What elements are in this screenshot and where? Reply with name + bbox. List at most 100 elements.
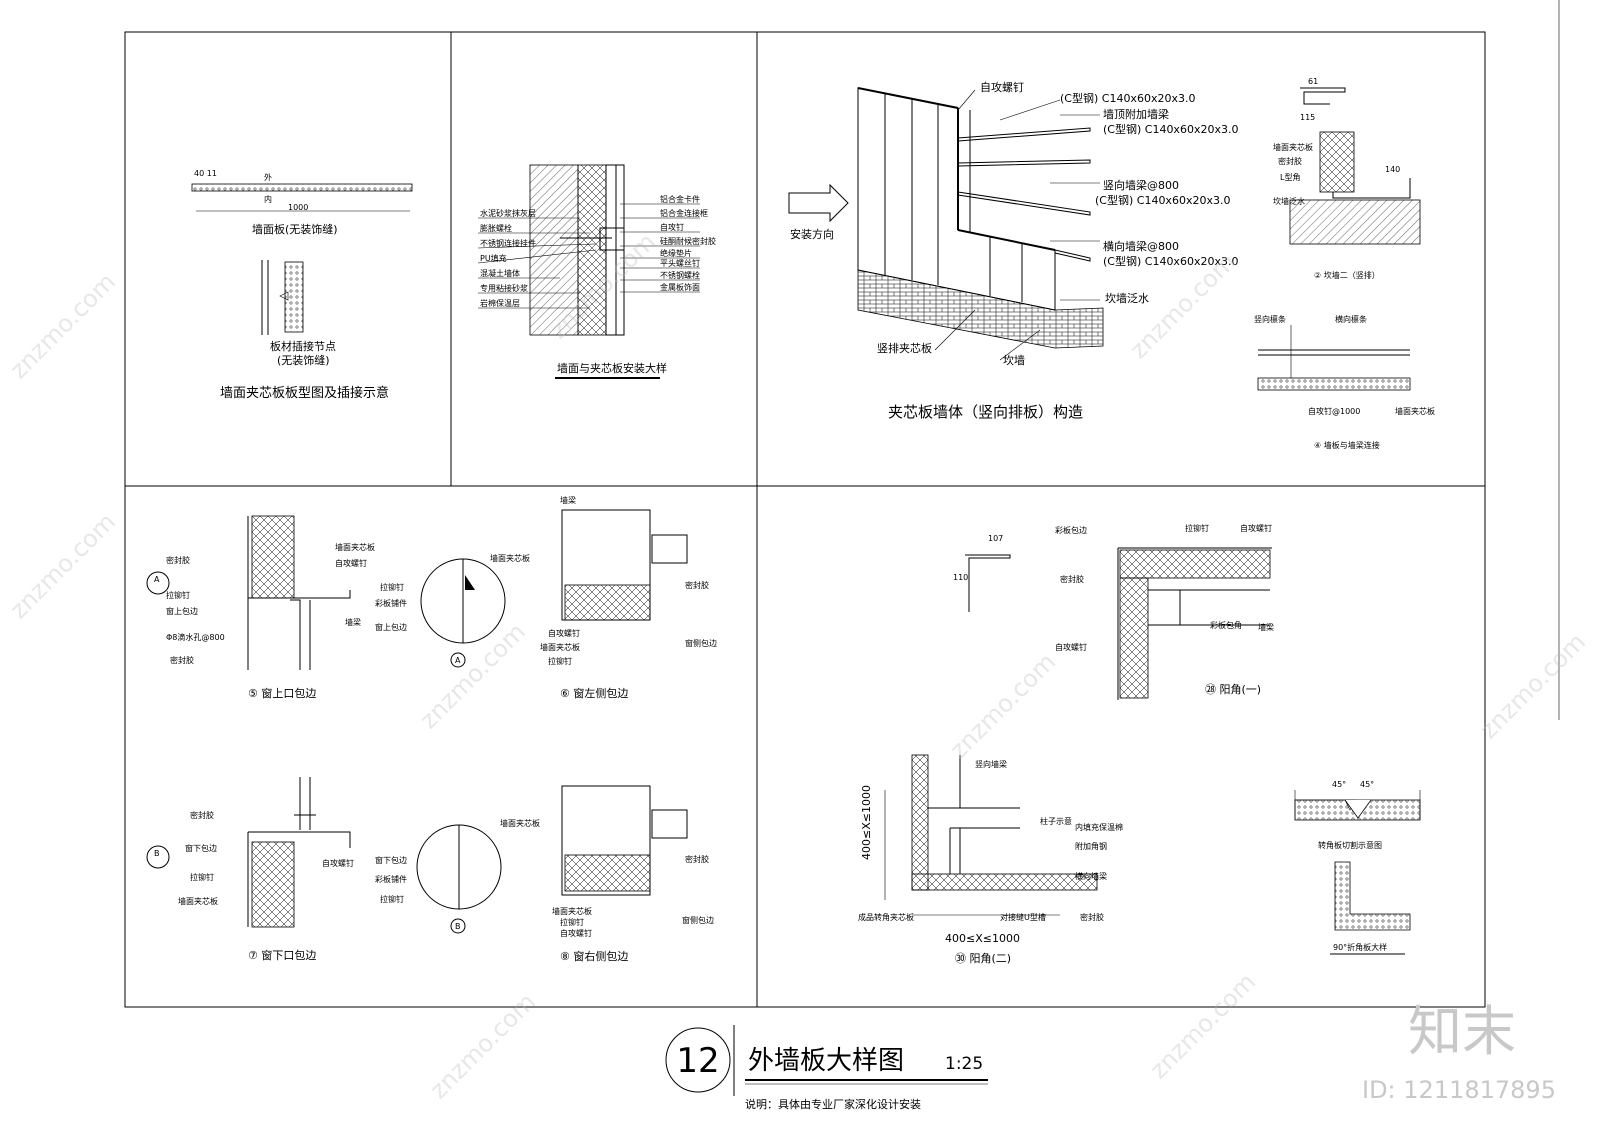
caption: 转角板切割示意图 (1318, 840, 1382, 850)
left-label-2: 不锈钢连接挂件 (480, 238, 536, 248)
label-0: 竖向墙梁 (975, 759, 1007, 769)
label-c3: (C型钢) C140x60x20x3.0 (1095, 193, 1230, 207)
watermark-1: znzmo.com (4, 268, 121, 385)
label-right-2: 墙梁 (345, 617, 361, 627)
callout: B (154, 849, 160, 858)
label-flash: 坎墙泛水 (1105, 291, 1149, 305)
sheet-frame (124, 0, 1560, 1008)
label-1: 柱子示意 (1040, 816, 1072, 826)
watermark-9: znzmo.com (1144, 968, 1261, 1085)
label-3: 拉铆钉 (380, 894, 404, 904)
left-leaders (477, 217, 597, 309)
detail-2-title: ② 坎墙二（竖排） (1314, 270, 1380, 280)
detail-30-title: ㉚ 阳角(二) (955, 952, 1011, 965)
detail-2-curb-wall: 61 115 140 墙面夹芯板 密封胶 L型角 坎墙泛水 ② 坎墙二（竖排） (1273, 77, 1421, 280)
right-label-1: 铝合金连接框 (660, 208, 708, 218)
label-left-3: 墙面夹芯板 (178, 896, 218, 906)
right-leaders (620, 203, 700, 293)
left-label-1: 膨胀螺栓 (480, 223, 512, 233)
label-left-2: 拉铆钉 (190, 872, 214, 882)
label-left-0: 密封胶 (166, 555, 190, 565)
panel-vertical (911, 754, 929, 891)
left-label-0: 水泥砂浆抹灰层 (480, 208, 536, 218)
plate-section (191, 183, 413, 192)
inner-label: 内 (264, 194, 272, 204)
label-3: 自攻螺钉 (548, 628, 580, 638)
label-2: 彩板铺件 (375, 874, 407, 884)
dim-0: 107 (988, 534, 1003, 543)
label-1: 窗下包边 (375, 855, 407, 865)
label-top-beam: 墙顶附加墙梁 (1103, 107, 1169, 121)
label-2: 彩板铺件 (375, 598, 407, 608)
curb-concrete (1289, 199, 1421, 245)
label-2: L型角 (1280, 172, 1300, 182)
corner-title: 90°折角板大样 (1333, 942, 1387, 952)
label-c2: (C型钢) C140x60x20x3.0 (1103, 122, 1238, 136)
width-dim: 1000 (288, 203, 308, 212)
watermark-8: znzmo.com (424, 988, 541, 1105)
dim-top: 40 11 (194, 169, 217, 178)
callout: A (154, 575, 160, 584)
panel-vertical (1119, 577, 1149, 699)
label-1: 密封胶 (685, 580, 709, 590)
sheet-scale: 1:25 (945, 1054, 983, 1074)
label-right-0: 墙面夹芯板 (335, 542, 375, 552)
detail-a-enlarged: 墙面夹芯板 拉铆钉 彩板铺件 窗上包边 A (375, 553, 530, 668)
panel-1-title: 墙面夹芯板板型图及插接示意 (220, 385, 389, 401)
dim-3: 115 (1300, 113, 1315, 122)
label-left-1: 窗下包边 (185, 843, 217, 853)
label-left-4: 密封胶 (170, 655, 194, 665)
right-label-4: 绝缘垫片 (660, 248, 692, 258)
callout-b-circle (146, 845, 170, 869)
label-2: 窗侧包边 (685, 638, 717, 648)
right-label-6: 不锈钢螺栓 (660, 270, 700, 280)
panel-3-wall-construction: 安装方向 自攻螺钉 (C型钢) C140x60x20x3.0 (788, 80, 1238, 421)
label-0: 彩板包边 (1055, 525, 1087, 535)
panel-horizontal (1119, 549, 1271, 579)
label-5: 拉铆钉 (548, 656, 572, 666)
callout: B (455, 922, 461, 931)
left-label-4: 混凝土墙体 (480, 268, 520, 278)
label-5: 成品转角夹芯板 (858, 912, 914, 922)
detail-28-outer-corner-1: 107 110 彩板包边 拉铆钉 自攻螺钉 密封胶 彩板包角 墙梁 自攻螺钉 ㉘… (953, 523, 1274, 700)
detail-7-title: ⑦ 窗下口包边 (248, 948, 316, 962)
panel-2-title: 墙面与夹芯板安装大样 (557, 361, 667, 375)
direction-arrow (788, 183, 849, 223)
label-6: 对接缝U型槽 (1000, 912, 1046, 922)
callout-a-circle (146, 571, 170, 595)
panel-1-plate-profile: 40 11 外 内 1000 墙面板(无装饰缝) 板材插接节点 (无装饰缝) 墙… (191, 169, 413, 401)
dim-1: 110 (953, 573, 968, 582)
detail-b-enlarged: 墙面夹芯板 窗下包边 彩板铺件 拉铆钉 B (375, 818, 540, 934)
purlins (957, 127, 1091, 262)
left-label-3: PU填充 (480, 253, 507, 263)
sandwich-panel (251, 841, 295, 928)
sheet-note: 说明：具体由专业厂家深化设计安装 (745, 1097, 921, 1111)
watermark-5: znzmo.com (414, 618, 531, 735)
watermarks: znzmo.com znzmo.com znzmo.com znzmo.com … (4, 228, 1591, 1105)
outer-label: 外 (264, 172, 272, 182)
watermark-7: znzmo.com (1474, 628, 1591, 745)
direction-label: 安装方向 (790, 227, 834, 241)
label-2: 拉铆钉 (560, 917, 584, 927)
corner-cut-detail: 45° 45° 转角板切割示意图 90°折角板大样 (1294, 780, 1421, 955)
label-3: 墙面夹芯板 (1395, 406, 1435, 416)
label-3: 附加角钢 (1075, 841, 1107, 851)
label-right-0: 自攻螺钉 (322, 858, 354, 868)
label-4: 彩板包角 (1210, 620, 1242, 630)
left-label-5: 专用粘接砂浆 (480, 283, 528, 293)
right-label-3: 硅酮耐候密封胶 (660, 236, 716, 246)
right-label-2: 自攻钉 (660, 222, 684, 232)
detail-8-window-right: 密封胶 墙面夹芯板 拉铆钉 自攻螺钉 窗侧包边 ⑧ 窗右侧包边 (552, 785, 714, 963)
watermark-id: ID: 1211817895 (1362, 1076, 1556, 1104)
label-vbeam: 竖向墙梁@800 (1103, 178, 1179, 192)
label-wall: 坎墙 (1003, 353, 1025, 367)
right-label-0: 铝合金卡件 (660, 194, 700, 204)
watermark-4: znzmo.com (4, 508, 121, 625)
right-label-7: 金属板饰面 (660, 282, 700, 292)
joint-caption-2: (无装饰缝) (277, 353, 330, 367)
watermark-6: znzmo.com (944, 648, 1061, 765)
panel-strip (1257, 377, 1411, 391)
label-0: 密封胶 (685, 854, 709, 864)
label-c1: (C型钢) C140x60x20x3.0 (1060, 91, 1195, 105)
label-3: 窗上包边 (375, 622, 407, 632)
